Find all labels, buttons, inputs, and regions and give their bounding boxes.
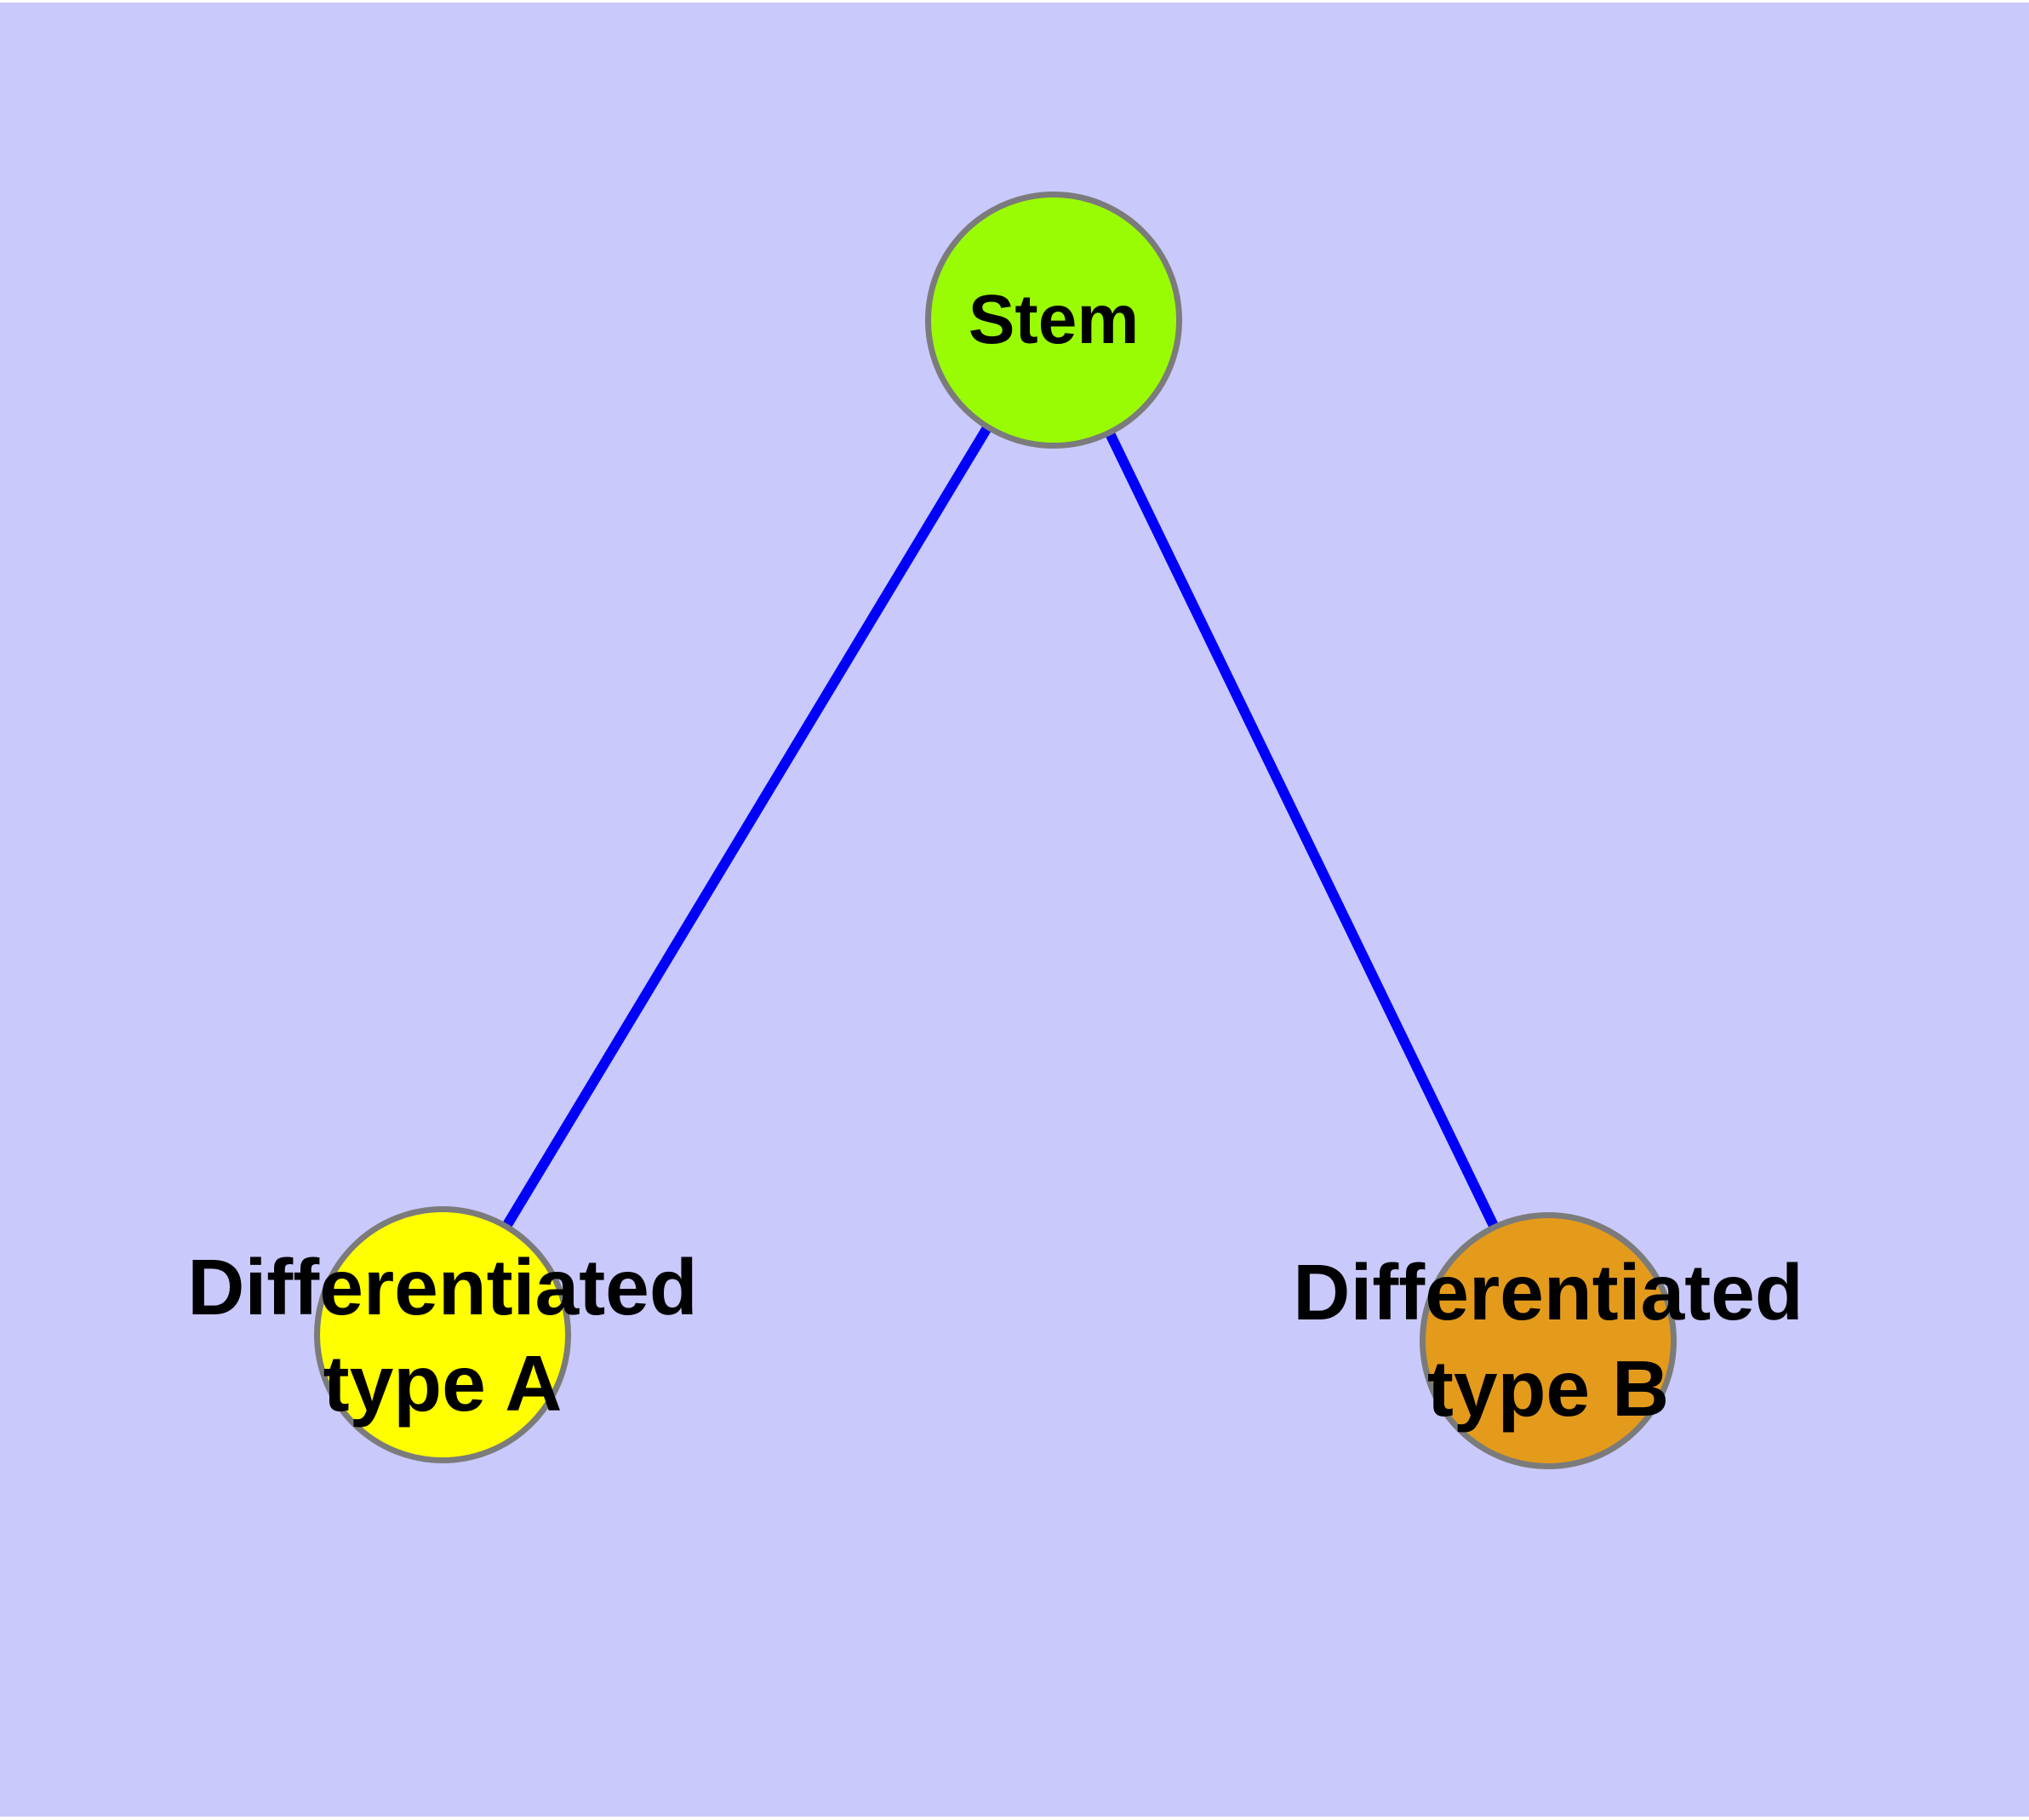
node-type-b-label-line1: Differentiated — [1293, 1248, 1803, 1336]
node-type-b-label-line2: type B — [1426, 1344, 1670, 1433]
node-type-a-label: Differentiated type A — [187, 1239, 697, 1432]
diagram-canvas: Stem Differentiated type A Differentiate… — [0, 3, 2029, 1817]
edge-stem-to-type-a — [437, 314, 1059, 1336]
node-stem-label: Stem — [968, 280, 1140, 358]
node-type-a-label-line1: Differentiated — [187, 1243, 698, 1331]
node-type-a-label-line2: type A — [323, 1339, 563, 1428]
node-type-b-circle — [1420, 1212, 1677, 1469]
node-type-b-label: Differentiated type B — [1293, 1245, 1803, 1437]
node-stem-circle — [925, 192, 1182, 449]
node-type-a-circle — [314, 1206, 571, 1463]
edges-layer — [437, 314, 1553, 1341]
edge-stem-to-type-b — [1049, 315, 1553, 1341]
